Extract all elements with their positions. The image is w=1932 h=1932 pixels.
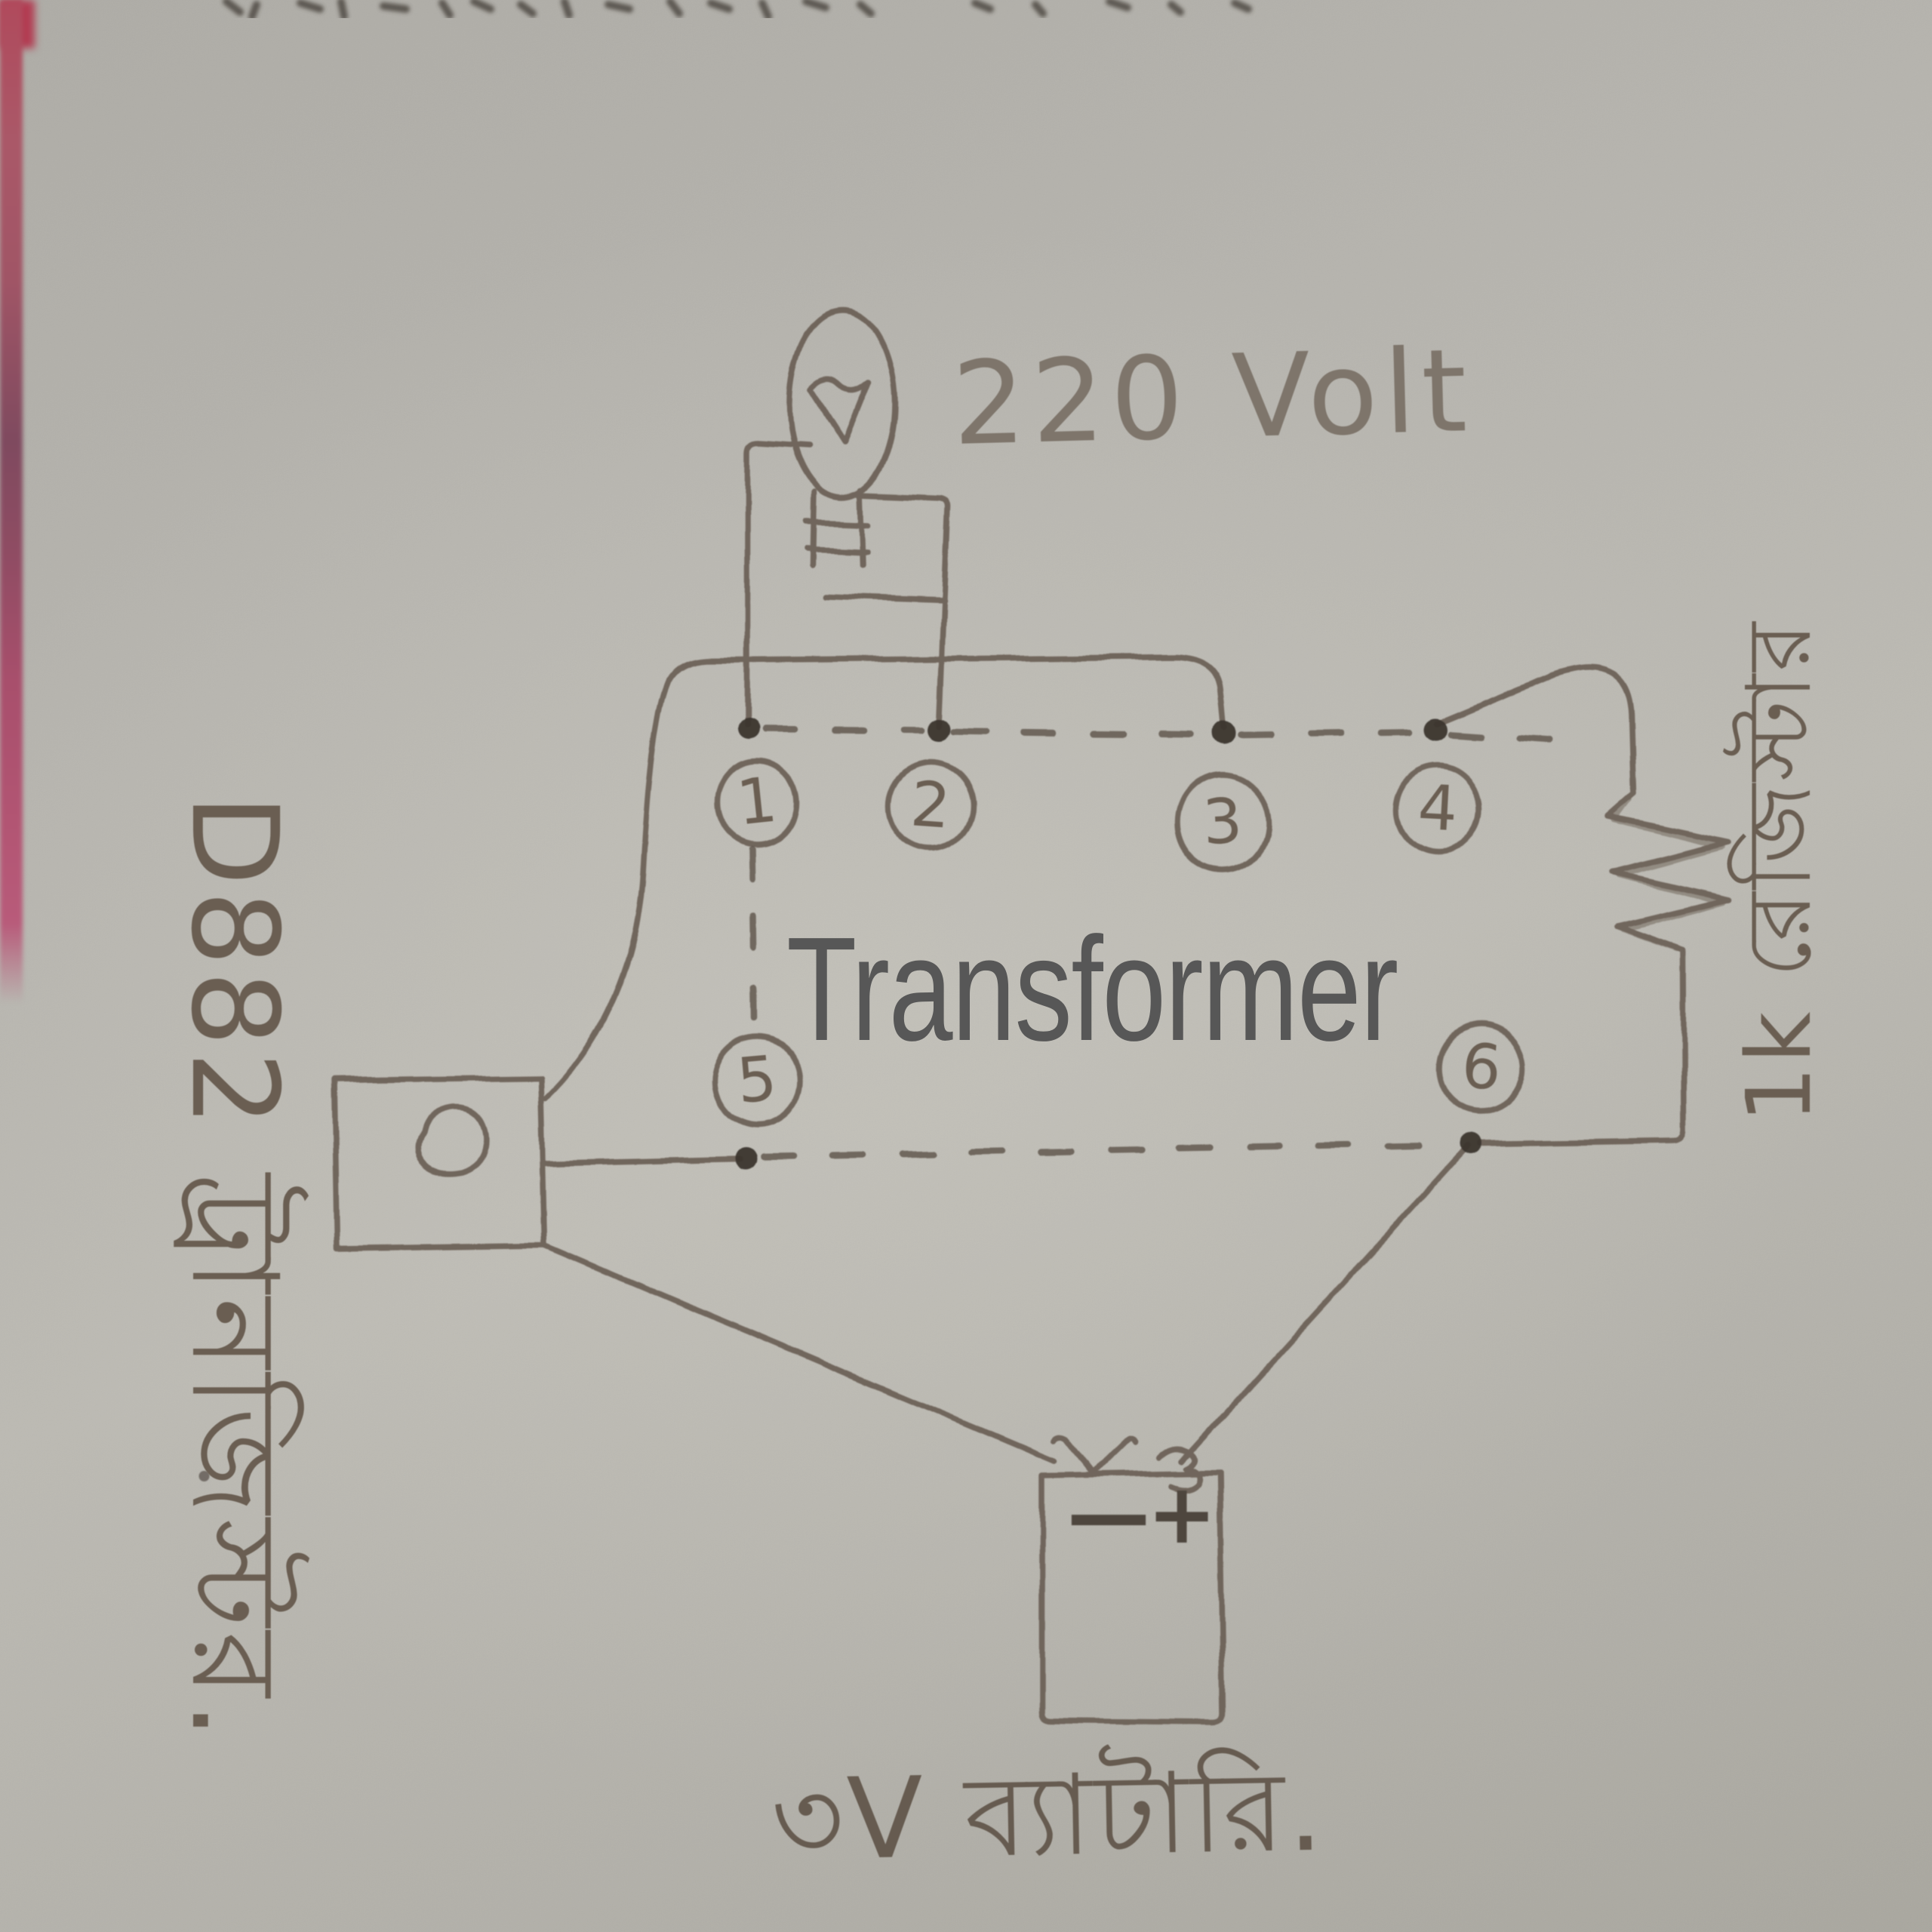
terminal-2-number: 2 [908,768,953,843]
bulb-voltage-label: 220 Volt [950,324,1475,471]
wire-terminal4-to-resistor [1434,664,1638,797]
wire-bulb-to-terminal2 [856,492,951,729]
wire-box-to-terminal5 [543,1156,743,1167]
resistor-zigzag [1606,791,1733,954]
terminal-circles [711,758,1527,1128]
photo-edge-strip [0,0,23,1004]
terminal-4-number: 4 [1416,771,1460,846]
transistor-label: D882 ট্রানজিস্টর. [165,794,303,1744]
wire-bulb-to-terminal1 [744,439,812,728]
terminal-3-number: 3 [1201,785,1244,860]
battery-icon [1039,1433,1226,1725]
transformer-box [331,1074,547,1251]
dashed-winding-axis [748,725,1564,1160]
resistor-label: 1k রেজিস্টার [1727,619,1831,1123]
battery-terminal-left [1052,1433,1137,1476]
wire-box-to-battery [541,1242,1058,1464]
wire-resistor-to-terminal6 [1478,948,1687,1146]
transformer-overlay-text: Transformer [786,906,1398,1072]
battery-terminal-right [1156,1446,1203,1494]
battery-plus-sign: + [1147,1466,1217,1562]
bulb-filament [808,377,872,445]
transistor-symbol [414,1105,490,1177]
wire-box-to-terminal3 [542,654,1227,1102]
battery-label: ৩V ব্যাটারি. [770,1746,1327,1886]
wire-battery-to-terminal6 [1179,1143,1472,1464]
dashed-terminal1-to-5 [748,844,758,1044]
terminal-6-number: 6 [1458,1029,1505,1106]
terminal-1-number: 1 [734,764,780,840]
cropped-handwriting-marks [223,0,1252,20]
bulb-icon [786,307,948,603]
terminal-dots [200,718,1482,1481]
dashed-terminal5-to-6 [760,1140,1459,1160]
battery-minus-sign: — [1067,1466,1150,1562]
